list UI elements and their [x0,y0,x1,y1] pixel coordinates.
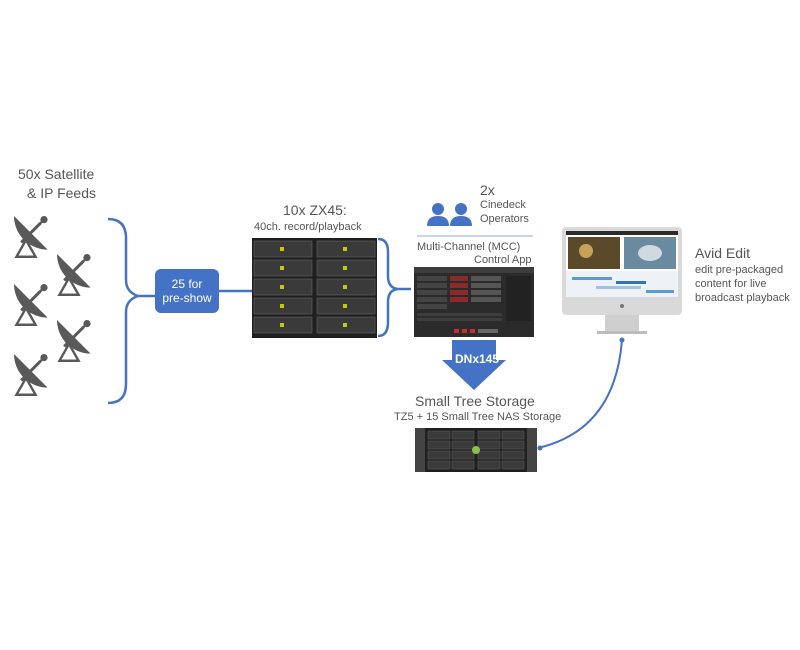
storage-drive-bays [415,428,537,472]
sources-title-line2: & IP Feeds [27,185,97,201]
operators-line2: Operators [480,213,529,225]
avid-connector-dot [619,337,625,343]
sources-title-line1: 50x Satellite [18,166,95,182]
avid-screen [566,231,678,297]
mcc-screenshot [414,267,534,337]
storage-connector-dot [537,445,543,451]
storage-server [415,428,537,472]
operators-line1: Cinedeck [480,199,526,211]
monitor-stand [605,315,639,331]
zx45-rack [252,238,377,338]
operators-count: 2x [480,182,495,198]
mcc-line1: Multi-Channel (MCC) [417,241,521,253]
avid-edit-ui [566,231,678,297]
preshow-line1: 25 for [171,277,203,291]
avid-title: Avid Edit [695,245,750,261]
dnx-label: DNx145 [455,352,500,366]
avid-monitor [562,227,682,315]
preshow-box: 25 for pre-show [155,269,219,313]
mcc-app-ui [414,267,534,333]
zx45-rack-units [253,240,376,334]
monitor-base [597,331,647,334]
avid-line3: broadcast playback [695,292,790,304]
storage-subtitle: TZ5 + 15 Small Tree NAS Storage [394,411,562,423]
preshow-line2: pre-show [162,291,212,305]
avid-line2: content for live [695,278,767,290]
storage-title: Small Tree Storage [415,393,535,409]
monitor-power-dot [620,304,624,308]
dnx-arrow [442,340,506,390]
zx45-subtitle: 40ch. record/playback [254,221,362,233]
storage-to-avid-curve [537,339,623,449]
avid-line1: edit pre-packaged [695,264,784,276]
mcc-line2: Control App [474,254,532,266]
zx45-title: 10x ZX45: [283,202,347,218]
